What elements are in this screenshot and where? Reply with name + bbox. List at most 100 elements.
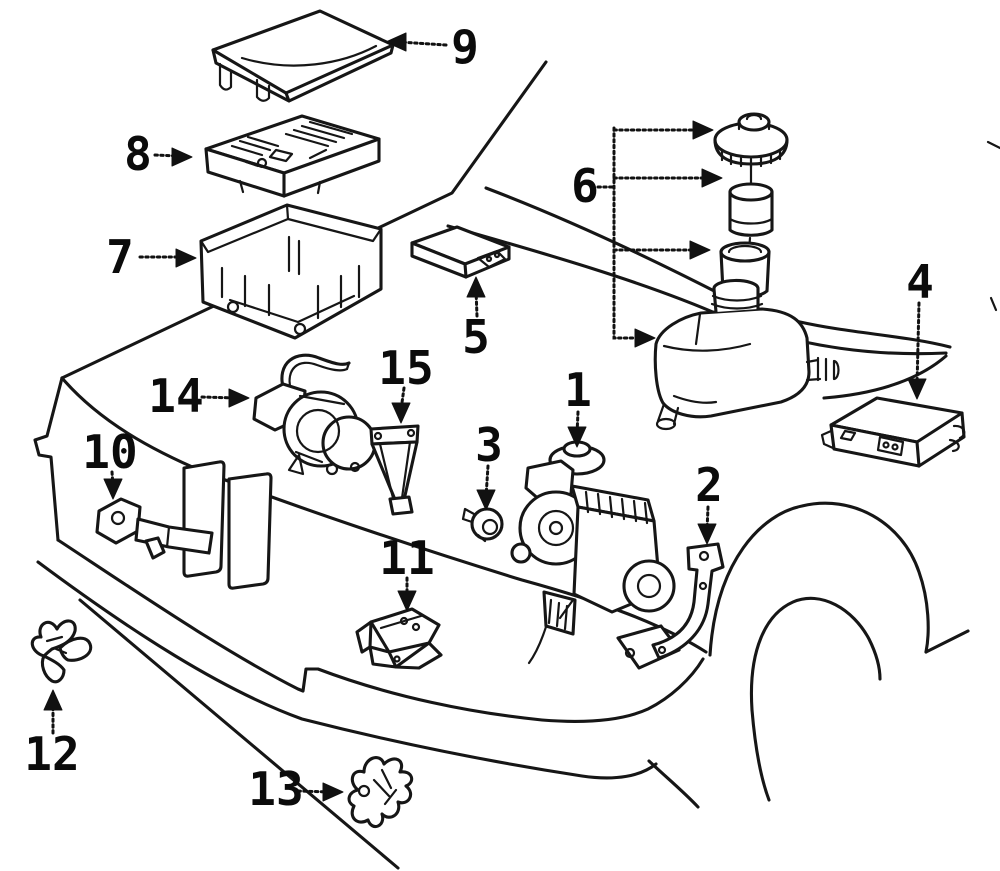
part-1-abs-hydraulic-unit — [510, 440, 681, 670]
arrowhead-icon — [397, 590, 417, 612]
cover-clip — [218, 62, 233, 91]
fender-lower-line — [924, 629, 970, 654]
leader-line — [915, 301, 921, 388]
callout-12-number: 12 — [24, 727, 79, 781]
callout-2[interactable]: 2 — [695, 458, 723, 545]
callout-9[interactable]: 9 — [385, 20, 479, 74]
callout-3[interactable]: 3 — [475, 418, 503, 511]
callout-7[interactable]: 7 — [106, 230, 197, 284]
callout-2-number: 2 — [695, 458, 723, 512]
callout-5[interactable]: 5 — [462, 276, 490, 364]
arrowhead-icon — [697, 523, 717, 545]
cowl-edge-return — [822, 354, 948, 400]
cover-clip — [255, 78, 271, 102]
part-3-grommet — [461, 507, 504, 543]
callout-15[interactable]: 15 — [378, 341, 434, 424]
arrowhead-icon — [692, 120, 714, 140]
callout-6-number: 6 — [571, 159, 599, 213]
part-2-support-bracket — [651, 542, 725, 660]
arrowhead-icon — [466, 276, 486, 298]
hood-front-edge — [60, 376, 708, 654]
arrowhead-icon — [385, 32, 407, 52]
bumper-top-edge — [56, 538, 705, 723]
arrowhead-icon — [476, 489, 496, 511]
callout-7-number: 7 — [106, 230, 134, 284]
relay-grid — [230, 120, 354, 157]
leader-line — [474, 288, 479, 318]
part-8-fuse-box — [204, 114, 381, 198]
part-11-mount — [355, 607, 443, 670]
arrowhead-icon — [171, 147, 193, 167]
bumper-bottom-edge — [36, 560, 658, 780]
callout-3-number: 3 — [475, 418, 503, 472]
part-14-pump — [252, 353, 377, 476]
callout-10[interactable]: 10 — [82, 425, 138, 500]
part-5-relay-module — [410, 225, 511, 279]
grille-slat-right — [227, 472, 273, 590]
part-7-relay-box-tray — [199, 203, 383, 340]
callout-11-number: 11 — [379, 531, 434, 585]
callout-12[interactable]: 12 — [24, 689, 80, 781]
callout-8-number: 8 — [124, 127, 152, 181]
reservoir-filter — [728, 182, 774, 202]
callout-4-number: 4 — [906, 255, 934, 309]
cap-ribs — [720, 148, 782, 169]
unit-motor — [622, 559, 676, 613]
arrowhead-icon — [175, 248, 197, 268]
module-connector — [839, 429, 905, 457]
part-13-sensor-clip — [347, 756, 414, 829]
part-10-bracket — [95, 497, 214, 560]
stray-mark — [986, 140, 1000, 150]
arrowhead-icon — [567, 426, 587, 448]
a-pillar-line — [60, 60, 548, 380]
callout-4[interactable]: 4 — [906, 255, 934, 400]
callout-1[interactable]: 1 — [564, 363, 592, 448]
callout-11[interactable]: 11 — [379, 531, 435, 612]
arrowhead-icon — [43, 689, 63, 711]
reservoir-port — [805, 356, 840, 382]
arrowhead-icon — [907, 378, 927, 400]
callout-8[interactable]: 8 — [124, 127, 193, 181]
callout-13[interactable]: 13 — [248, 762, 344, 816]
car-body-outline — [33, 60, 1000, 870]
grille-slat-left — [182, 460, 226, 578]
stray-mark — [989, 296, 998, 312]
part-4-control-module — [820, 396, 966, 468]
callout-1-number: 1 — [564, 363, 592, 417]
part-6-reservoir-assembly — [653, 112, 840, 431]
air-dam-line — [78, 598, 400, 870]
part-15-bracket — [369, 424, 420, 516]
module-connector — [476, 249, 507, 269]
callout-6[interactable]: 6 — [571, 120, 723, 348]
pump-hose — [280, 353, 351, 393]
wheel-arch-inner — [749, 596, 882, 712]
callout-13-number: 13 — [248, 762, 303, 816]
part-12-sensor-clip — [30, 619, 93, 684]
part-9-fuse-box-cover — [211, 9, 395, 103]
cap-knob — [737, 112, 771, 132]
tray-slots — [220, 264, 361, 320]
arrowhead-icon — [689, 240, 711, 260]
leader-line — [612, 126, 644, 340]
callout-10-number: 10 — [82, 425, 137, 479]
callout-14[interactable]: 14 — [148, 369, 250, 423]
callout-15-number: 15 — [378, 341, 433, 395]
callout-9-number: 9 — [451, 20, 479, 74]
arrowhead-icon — [228, 388, 250, 408]
reservoir-tank — [653, 307, 811, 419]
callout-5-number: 5 — [462, 310, 490, 364]
wheel-arch-outer — [708, 501, 930, 657]
front-left-edge — [33, 376, 64, 542]
arrowhead-icon — [391, 402, 411, 424]
arrowhead-icon — [634, 328, 656, 348]
callout-14-number: 14 — [148, 369, 203, 423]
leader-line — [397, 40, 448, 47]
arrowhead-icon — [103, 478, 123, 500]
arrowhead-icon — [322, 782, 344, 802]
rocker-line — [647, 759, 700, 809]
reservoir-neck — [712, 278, 760, 314]
arrowhead-icon — [701, 168, 723, 188]
